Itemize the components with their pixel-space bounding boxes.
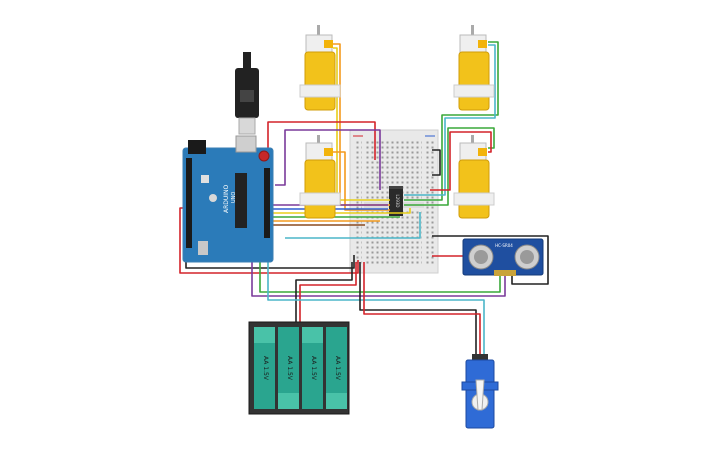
wire-green-sensor [259, 245, 501, 293]
battery-cell-4-label: AA 1.5V [334, 356, 341, 381]
ultrasonic-sensor-label: HC-SR04 [495, 243, 513, 248]
wire-cyan-servo [267, 245, 485, 355]
usb-plug-icon [235, 52, 259, 135]
wire-red-right [430, 131, 492, 191]
gear-motor-icon [453, 135, 495, 219]
battery-pack: AA 1.5V AA 1.5V AA 1.5V AA 1.5V [248, 321, 350, 415]
wire-cyan-top [404, 44, 496, 196]
motor-driver-chip: L293D [389, 186, 403, 216]
wire-green-top [404, 41, 499, 201]
gear-motor-icon [299, 25, 341, 111]
motor-top-right [453, 25, 495, 111]
arduino-uno-board: ARDUINO UNO [182, 147, 274, 263]
wire-red-servo [363, 262, 481, 355]
wire-black-top [432, 149, 441, 176]
wire-red-top [267, 121, 376, 160]
wire-black-sensor [432, 235, 549, 285]
battery-cell-2-label: AA 1.5V [286, 356, 293, 381]
usb-port [235, 135, 257, 153]
wire-black-servo [359, 262, 477, 355]
wire-purple-sensor [251, 245, 506, 297]
wire-red-battery [299, 262, 357, 325]
wire-green-right [404, 127, 495, 206]
motor-top-left [299, 25, 341, 111]
motor-middle-right [453, 135, 495, 219]
power-jack [188, 140, 206, 154]
wire-purple-top [275, 129, 381, 190]
ultrasonic-sensor: HC-SR04 [462, 238, 544, 276]
arduino-brand-label: ARDUINO [223, 184, 230, 213]
motor-driver-label: L293D [395, 195, 400, 208]
gear-motor-icon [299, 135, 341, 219]
micro-servo [461, 354, 499, 429]
battery-cell-1-label: AA 1.5V [262, 356, 269, 381]
wire-cyan-d [285, 212, 421, 239]
gear-motor-icon [453, 25, 495, 111]
servo-icon [461, 354, 499, 429]
battery-cell-3-label: AA 1.5V [310, 356, 317, 381]
wire-yellow [333, 47, 390, 201]
reset-button [258, 150, 270, 162]
wire-orange-mid [333, 151, 390, 211]
motor-middle-left [299, 135, 341, 219]
wire-black-battery [295, 262, 353, 325]
arduino-model-label: UNO [231, 192, 237, 203]
